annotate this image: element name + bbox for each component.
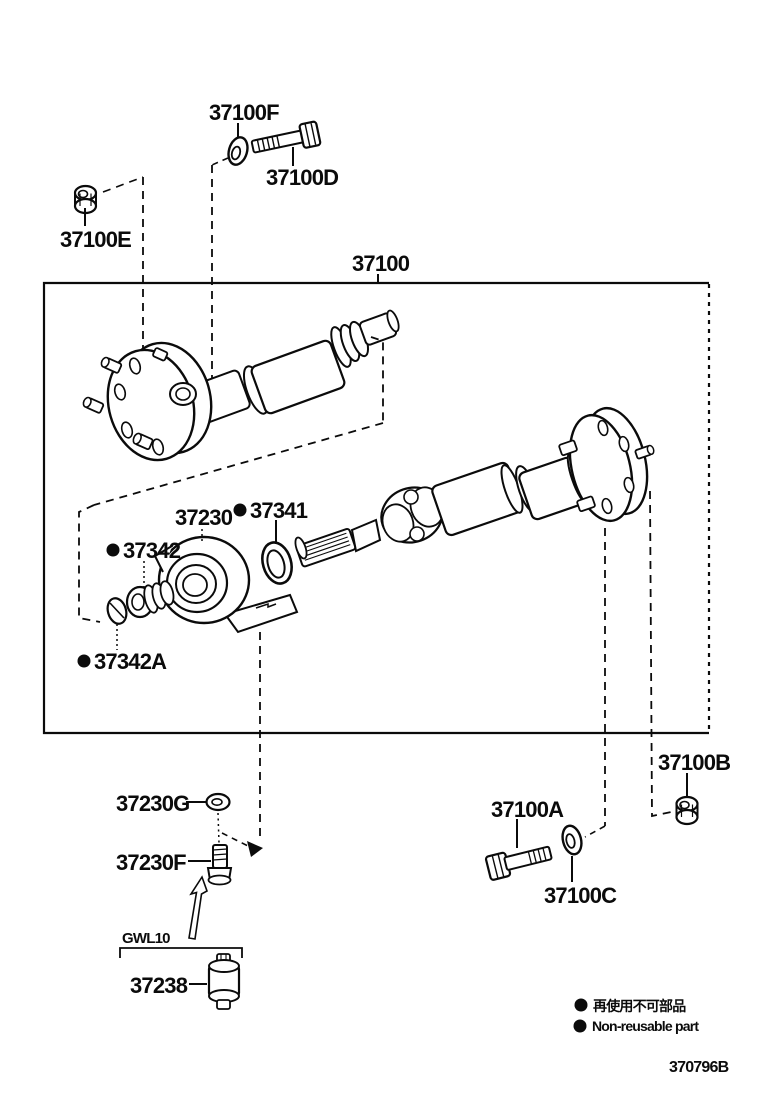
- bushing-37342-drawing: [125, 580, 175, 619]
- damper-37238-drawing: [207, 953, 241, 1010]
- washer-37100c-drawing: [561, 824, 583, 856]
- dashed-line: [584, 825, 606, 838]
- dashed-arrowhead: [247, 841, 263, 857]
- bolt-37230f-drawing: [206, 844, 233, 886]
- legend-dot-jp: [574, 998, 588, 1012]
- part-label-37100b: 37100B: [658, 750, 730, 775]
- part-label-37100a: 37100A: [491, 797, 564, 822]
- part-label-37100e: 37100E: [60, 227, 131, 252]
- part-label-37100f: 37100F: [209, 100, 279, 125]
- seal-37341-drawing: [261, 541, 293, 585]
- washer-37100f-drawing: [227, 136, 249, 166]
- nut-37100b-drawing: [675, 795, 699, 826]
- dashed-group-outline: [78, 504, 101, 623]
- non-reusable-dot: [233, 503, 247, 517]
- assembly-box-border: [42, 281, 709, 735]
- part-label-37100c: 37100C: [544, 883, 617, 908]
- pointer-arrow-37238: [188, 875, 208, 940]
- part-label-37342a: 37342A: [94, 649, 167, 674]
- rear-propeller-shaft-drawing: [294, 406, 655, 568]
- drawing-code: 370796B: [669, 1059, 729, 1076]
- non-reusable-dot: [77, 654, 91, 668]
- group-bracket: [119, 947, 243, 958]
- dashed-line: [649, 490, 672, 818]
- legend-dot-en: [573, 1019, 587, 1033]
- part-label-37341: 37341: [250, 498, 308, 523]
- assembly-label-37100: 37100: [352, 251, 410, 276]
- legend-text-en: Non-reusable part: [592, 1018, 699, 1034]
- nut-37100e-drawing: [73, 184, 98, 215]
- front-propeller-shaft-drawing: [82, 309, 400, 462]
- seal-cap-37342a-drawing: [106, 597, 128, 625]
- bolt-37100a-drawing: [484, 845, 553, 881]
- non-reusable-dot: [106, 543, 120, 557]
- bolt-37100d-drawing: [250, 120, 322, 154]
- dashed-line: [221, 832, 249, 847]
- center-bearing-37230-drawing: [153, 535, 299, 634]
- dashed-line: [102, 176, 144, 193]
- part-label-37230f: 37230F: [116, 850, 186, 875]
- dashed-group-outline: [370, 336, 384, 423]
- part-label-37230: 37230: [175, 505, 233, 530]
- washer-37230g-drawing: [205, 792, 231, 812]
- dotted-axis-line: [217, 812, 220, 844]
- part-label-37230g: 37230G: [116, 791, 190, 816]
- part-label-37238: 37238: [130, 973, 188, 998]
- part-label-37100d: 37100D: [266, 165, 338, 190]
- legend-text-jp: 再使用不可部品: [593, 998, 686, 1014]
- group-bracket-label: GWL10: [122, 930, 170, 947]
- dashed-line: [211, 157, 229, 166]
- part-label-37342: 37342: [123, 538, 181, 563]
